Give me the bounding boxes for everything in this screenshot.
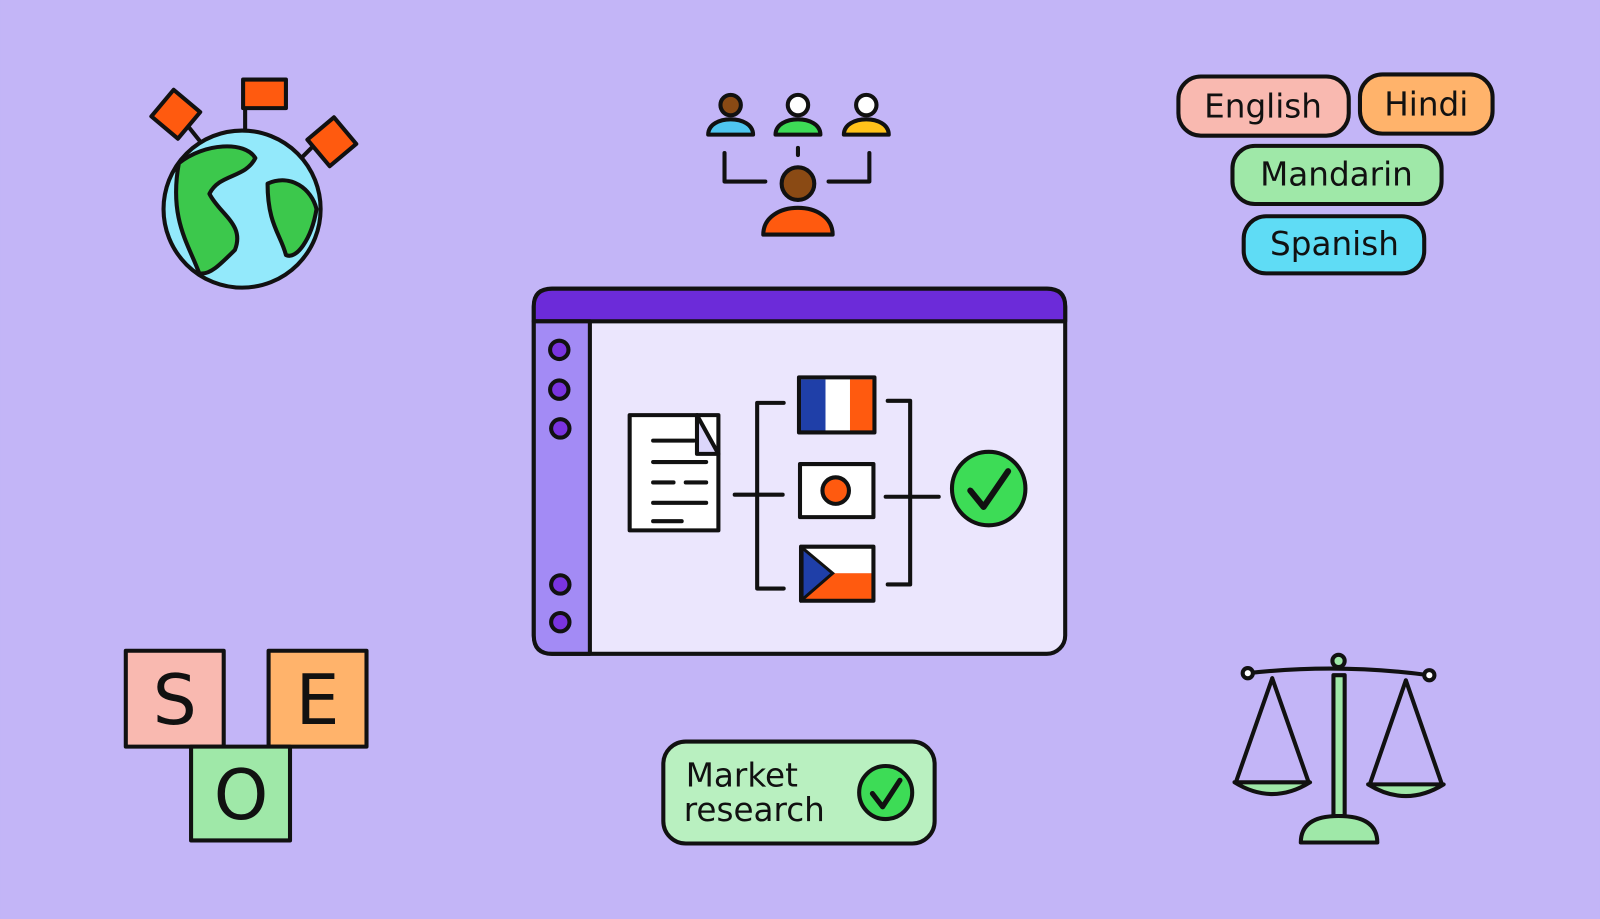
japan-flag [797, 462, 876, 520]
svg-text:Market: Market [686, 756, 798, 794]
globe-icon [149, 77, 359, 290]
svg-text:S: S [153, 661, 197, 741]
svg-text:Mandarin: Mandarin [1260, 156, 1413, 194]
svg-text:E: E [296, 661, 340, 741]
language-tags: English Hindi Mandarin Spanish [1176, 72, 1495, 276]
language-tag-mandarin: Mandarin [1230, 143, 1444, 207]
svg-text:O: O [214, 756, 269, 836]
check-circle-icon [949, 449, 1028, 528]
seo-tiles: S E O [123, 648, 369, 843]
language-tag-english: English [1176, 74, 1351, 138]
team-hierarchy-icon [706, 92, 891, 237]
document-icon [627, 413, 721, 533]
france-flag [796, 375, 877, 435]
sidebar-dots [548, 338, 572, 634]
czech-flag [798, 544, 876, 604]
svg-text:English: English [1204, 87, 1322, 125]
app-window [531, 286, 1068, 656]
language-tag-spanish: Spanish [1241, 214, 1427, 276]
svg-text:research: research [684, 791, 825, 829]
market-research-badge: Market research [661, 739, 937, 846]
language-tag-hindi: Hindi [1357, 72, 1495, 136]
check-circle-icon [857, 763, 915, 822]
scales-of-justice-icon [1232, 652, 1446, 845]
svg-text:Hindi: Hindi [1384, 85, 1468, 123]
svg-text:Spanish: Spanish [1270, 225, 1399, 263]
